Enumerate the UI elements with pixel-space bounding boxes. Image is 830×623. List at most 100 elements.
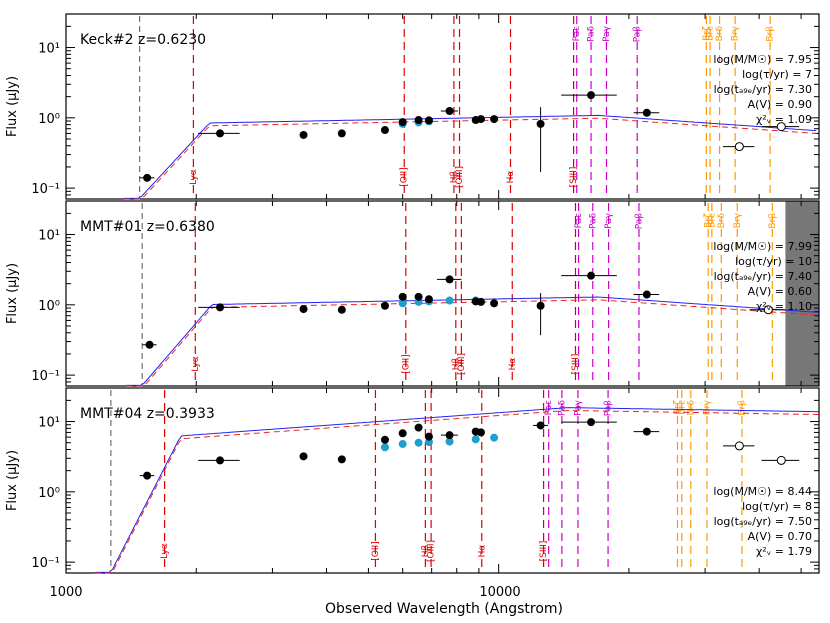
data-point — [445, 431, 454, 440]
data-point — [398, 292, 407, 301]
spectral-line-label: Brζ — [704, 213, 714, 228]
data-point — [216, 303, 225, 312]
data-point — [536, 119, 545, 128]
fit-parameter: log(tₐ₉ₑ/yr) = 7.40 — [714, 270, 812, 283]
spectral-line-label: [SIII] — [539, 541, 549, 562]
spectral-line-label: Brε — [677, 400, 687, 415]
model-point — [398, 299, 407, 308]
fit-parameter: log(M/M☉) = 7.99 — [713, 240, 812, 253]
data-point — [587, 271, 596, 280]
spectral-line-label: [SIII] — [571, 354, 581, 375]
upper-limit-point — [776, 455, 786, 465]
upper-limit-point — [734, 441, 744, 451]
data-point — [490, 299, 499, 308]
spectral-line-label: Brδ — [715, 26, 725, 42]
fit-parameter: A(V) = 0.60 — [748, 285, 812, 298]
y-tick-label: 10⁰ — [38, 112, 60, 127]
data-point — [398, 429, 407, 438]
data-point — [380, 301, 389, 310]
spectral-line-label: Hα — [506, 171, 516, 184]
fit-parameter: χ²ᵥ = 1.79 — [756, 545, 812, 558]
spectral-line-label: [OIII] — [455, 166, 465, 188]
fit-parameter: χ²ᵥ = 1.10 — [756, 300, 812, 313]
data-point — [337, 455, 346, 464]
data-point — [536, 421, 545, 430]
spectral-line-label: Brγ — [702, 399, 712, 415]
model-point — [380, 443, 389, 452]
spectral-line-label: Paγ — [602, 25, 612, 42]
spectral-line-label: Paβ — [633, 26, 643, 43]
data-point — [424, 432, 433, 441]
fit-parameter: log(τ/yr) = 10 — [735, 255, 812, 268]
spectral-line-label: [OIII] — [457, 353, 467, 375]
y-axis-label: Flux (μJy) — [5, 76, 20, 137]
spectral-line-label: Brε — [706, 26, 716, 41]
y-tick-label: 10⁰ — [38, 299, 60, 314]
data-point — [424, 116, 433, 125]
spectral-line-label: Hβ — [421, 544, 431, 557]
spectral-line-label: Brγ — [733, 212, 743, 228]
spectral-line-label: Brβ — [768, 213, 778, 229]
fit-parameter: log(τ/yr) = 7 — [742, 68, 812, 81]
model-point — [471, 435, 480, 444]
fit-parameter: log(tₐ₉ₑ/yr) = 7.30 — [714, 83, 812, 96]
spectral-line-label: [OII] — [401, 354, 411, 373]
data-point — [414, 292, 423, 301]
plot-frame — [65, 13, 820, 200]
spectral-line-label: Lyα — [191, 356, 201, 372]
data-point — [145, 340, 154, 349]
data-point — [414, 423, 423, 432]
spectral-line-label: Paδ — [588, 213, 598, 230]
fit-parameter: χ²ᵥ = 1.09 — [756, 113, 812, 126]
data-point — [337, 129, 346, 138]
spectral-line-label: Brβ — [766, 26, 776, 42]
spectral-line-label: Hα — [477, 545, 487, 558]
panel-title: MMT#01 z=0.6380 — [80, 219, 215, 235]
spectral-line-label: Lyα — [189, 169, 199, 185]
spectral-line-label: [OII] — [371, 541, 381, 560]
upper-limit-point — [763, 305, 773, 315]
spectral-line-label: Paε — [574, 213, 584, 229]
data-point — [476, 115, 485, 124]
model-spectrum-blue — [126, 296, 819, 386]
data-point — [143, 471, 152, 480]
data-point — [587, 418, 596, 427]
spectral-line-label: Lyα — [160, 543, 170, 559]
data-point — [143, 173, 152, 182]
y-axis-label: Flux (μJy) — [5, 263, 20, 324]
data-point — [380, 126, 389, 135]
data-point — [490, 115, 499, 124]
data-point — [536, 301, 545, 310]
y-tick-label: 10¹ — [38, 229, 60, 244]
panel-title: MMT#04 z=0.3933 — [80, 406, 215, 422]
spectral-line-label: Brβ — [737, 400, 747, 416]
model-point — [490, 433, 499, 442]
data-point — [398, 118, 407, 127]
y-axis-label: Flux (μJy) — [5, 450, 20, 511]
spectral-line-label: [SIII] — [569, 167, 579, 188]
spectral-line-label: Hβ — [449, 170, 459, 183]
upper-limit-point — [776, 122, 786, 132]
data-point — [476, 297, 485, 306]
data-point — [642, 108, 651, 117]
data-point — [299, 305, 308, 314]
x-axis-label: Observed Wavelength (Angstrom) — [325, 601, 563, 617]
y-tick-label: 10¹ — [38, 416, 60, 431]
plot-frame — [65, 387, 820, 574]
spectral-line-label: [OII] — [400, 167, 410, 186]
data-point — [587, 91, 596, 100]
model-point — [398, 439, 407, 448]
upper-limit-point — [734, 142, 744, 152]
y-tick-label: 10⁻¹ — [31, 369, 60, 384]
spectral-line-label: Paδ — [587, 26, 597, 43]
model-spectrum-red — [95, 410, 819, 574]
y-tick-label: 10⁻¹ — [31, 182, 60, 197]
spectral-line-label: Brγ — [731, 25, 741, 41]
spectral-line-label: Brε — [707, 213, 717, 228]
data-point — [445, 275, 454, 284]
data-point — [476, 428, 485, 437]
